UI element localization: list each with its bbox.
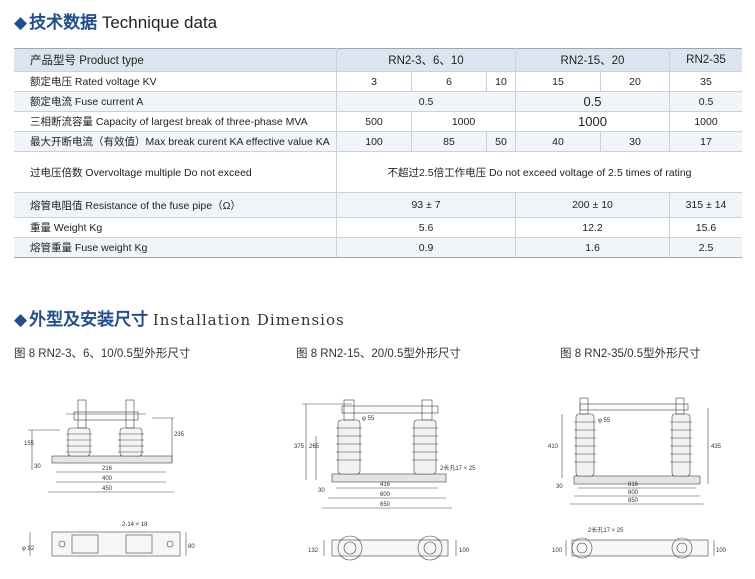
section-title-cn: 外型及安装尺寸 [29, 310, 149, 329]
cell: 93 ± 7 [336, 192, 516, 218]
table-header-row: 产品型号 Product type RN2-3、6、10 RN2-15、20 R… [14, 48, 742, 72]
cell: 17 [669, 131, 742, 152]
cell: 1000 [669, 111, 742, 132]
dim-base: 30 [556, 484, 563, 490]
cell: 不超过2.5倍工作电压 Do not exceed voltage of 2.5… [336, 151, 742, 193]
cell: 30 [600, 131, 670, 152]
cell: 85 [411, 131, 487, 152]
cell: 0.5 [336, 91, 516, 112]
diamond-bullet-icon: ◆ [14, 310, 28, 329]
table-row: 三相断流容量 Capacity of largest break of thre… [14, 111, 742, 132]
dim-h1: 375 [294, 444, 305, 450]
dim-base: 30 [318, 488, 325, 494]
cell: 1.6 [515, 237, 670, 258]
dim-side: 100 [716, 548, 727, 554]
row-label: 三相断流容量 Capacity of largest break of thre… [14, 111, 337, 132]
cell: 1000 [411, 111, 516, 132]
cell: 35 [669, 71, 742, 92]
header-group-2: RN2-15、20 [515, 48, 670, 72]
dim-w3: 450 [102, 486, 113, 492]
dim-w1: 816 [628, 482, 639, 488]
row-label: 额定电流 Fuse current A [14, 91, 337, 112]
dim-side: 80 [188, 544, 195, 550]
cell: 2.5 [669, 237, 742, 258]
cell: 15.6 [669, 217, 742, 238]
row-label: 最大开断电流（有效值）Max break curent KA effective… [14, 131, 337, 152]
drawing-rn2-35: 410 435 φ 55 30 816 800 850 2长孔17 × 25 1… [548, 397, 727, 559]
cell: 100 [336, 131, 412, 152]
dim-left: 100 [552, 548, 563, 554]
dim-w2: 800 [628, 490, 639, 496]
dim-h2: 435 [711, 444, 722, 450]
dim-dia: φ 55 [598, 418, 611, 424]
dim-dia: φ 55 [362, 416, 375, 422]
cell: 500 [336, 111, 412, 132]
section-title-cn: 技术数据 [29, 13, 98, 32]
dim-h1: 410 [548, 444, 559, 450]
table-row: 最大开断电流（有效值）Max break curent KA effective… [14, 131, 742, 152]
dim-holes: 2-14 × 18 [122, 522, 148, 528]
section-title-technique-data: ◆技术数据 Technique data [14, 8, 217, 33]
dim-left: 132 [308, 548, 319, 554]
table-row: 熔管重量 Fuse weight Kg 0.9 1.6 2.5 [14, 237, 742, 258]
dim-side: 100 [459, 548, 470, 554]
dim-base: 30 [34, 464, 41, 470]
cell: 0.5 [515, 91, 670, 112]
cell: 50 [486, 131, 516, 152]
header-product-type: 产品型号 Product type [14, 48, 337, 72]
cell: 6 [411, 71, 487, 92]
cell: 12.2 [515, 217, 670, 238]
figure-caption-3: 图 8 RN2-35/0.5型外形尺寸 [560, 348, 701, 360]
technique-data-table: 产品型号 Product type RN2-3、6、10 RN2-15、20 R… [14, 48, 742, 258]
cell: 10 [486, 71, 516, 92]
cell: 40 [515, 131, 601, 152]
dim-w2: 600 [380, 492, 391, 498]
dim-h2: 265 [309, 444, 320, 450]
dim-w2: 400 [102, 476, 113, 482]
dim-h1: 155 [24, 441, 35, 447]
row-label: 熔管电阻值 Resistance of the fuse pipe（Ω） [14, 192, 337, 218]
table-row: 额定电压 Rated voltage KV 3 6 10 15 20 35 [14, 71, 742, 92]
cell: 0.5 [669, 91, 742, 112]
section-title-en: Installation Dimensios [152, 311, 345, 329]
cell: 20 [600, 71, 670, 92]
figure-caption-1: 图 8 RN2-3、6、10/0.5型外形尺寸 [14, 348, 191, 360]
cell: 3 [336, 71, 412, 92]
dim-w3: 850 [628, 498, 639, 504]
table-row: 额定电流 Fuse current A 0.5 0.5 0.5 [14, 91, 742, 112]
dim-h2: 235 [174, 432, 185, 438]
row-label: 熔管重量 Fuse weight Kg [14, 237, 337, 258]
diamond-bullet-icon: ◆ [14, 13, 28, 32]
row-label: 额定电压 Rated voltage KV [14, 71, 337, 92]
cell: 15 [515, 71, 601, 92]
cell: 315 ± 14 [669, 192, 742, 218]
figure-caption-2: 图 8 RN2-15、20/0.5型外形尺寸 [296, 348, 461, 360]
dim-w3: 650 [380, 502, 391, 508]
table-row: 过电压倍数 Overvoltage multiple Do not exceed… [14, 151, 742, 193]
row-label: 过电压倍数 Overvoltage multiple Do not exceed [14, 151, 337, 193]
cell: 1000 [515, 111, 670, 132]
header-group-1: RN2-3、6、10 [336, 48, 516, 72]
drawing-rn2-10: 155 235 30 216 400 450 2-14 × 18 φ 92 80 [22, 399, 195, 557]
cell: 5.6 [336, 217, 516, 238]
section-title-en: Technique data [101, 13, 218, 32]
section-title-installation: ◆外型及安装尺寸 Installation Dimensios [14, 305, 345, 330]
cell: 200 ± 10 [515, 192, 670, 218]
header-group-3: RN2-35 [669, 48, 742, 72]
cell: 0.9 [336, 237, 516, 258]
dim-holes: 2长孔17 × 25 [440, 464, 476, 472]
row-label: 重量 Weight Kg [14, 217, 337, 238]
dim-w1: 416 [380, 482, 391, 488]
drawing-rn2-20: 375 265 φ 55 30 416 600 650 2长孔17 × 25 1… [294, 399, 476, 561]
dim-holes: 2长孔17 × 25 [588, 526, 624, 534]
table-row: 熔管电阻值 Resistance of the fuse pipe（Ω） 93 … [14, 192, 742, 218]
table-row: 重量 Weight Kg 5.6 12.2 15.6 [14, 217, 742, 238]
dim-d: φ 92 [22, 546, 35, 552]
dim-w1: 216 [102, 466, 113, 472]
